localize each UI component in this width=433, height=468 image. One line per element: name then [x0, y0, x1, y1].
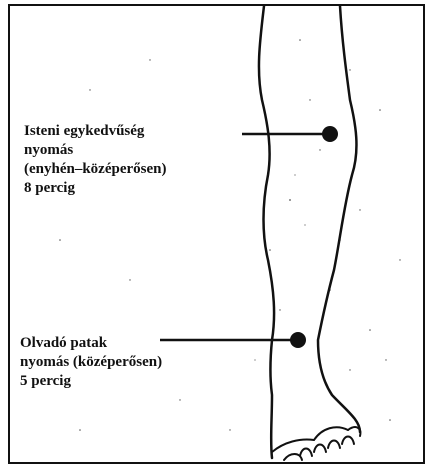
label-olvado-patak: Olvadó patak nyomás (középerősen) 5 perc…: [20, 334, 162, 391]
acupoint-marker-isteni-egykedvuseg: [322, 126, 338, 142]
point-duration: 8 percig: [24, 179, 167, 198]
point-description: nyomás: [24, 141, 167, 160]
label-isteni-egykedvuseg: Isteni egykedvűség nyomás (enyhén–középe…: [24, 122, 167, 198]
point-duration: 5 percig: [20, 372, 162, 391]
point-description: nyomás (középerősen): [20, 353, 162, 372]
point-title: Isteni egykedvűség: [24, 122, 167, 141]
point-description: (enyhén–középerősen): [24, 160, 167, 179]
acupoint-marker-olvado-patak: [290, 332, 306, 348]
leg-outline-right: [318, 6, 360, 432]
leg-outline-left: [259, 6, 274, 458]
toes: [272, 427, 360, 460]
point-title: Olvadó patak: [20, 334, 162, 353]
